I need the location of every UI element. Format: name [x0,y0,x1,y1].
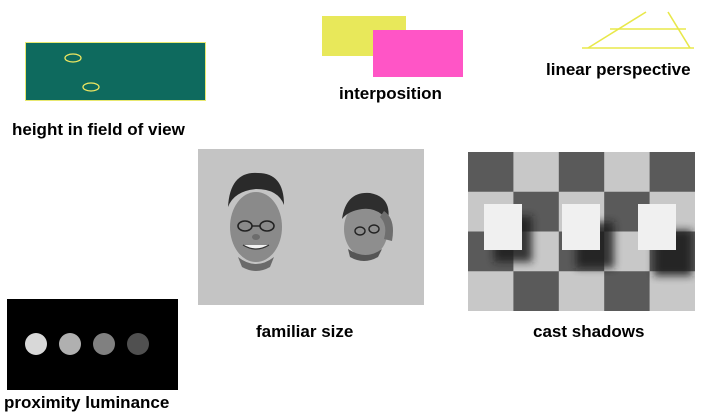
floating-square [562,204,600,250]
luminance-circle [127,333,149,355]
checker-tile [649,152,695,193]
right-receding-line [667,11,691,49]
checker-tile [604,271,651,311]
floating-square [484,204,522,250]
floating-square [638,204,676,250]
linear-perspective-illustration [582,11,694,49]
luminance-circle [25,333,47,355]
checker-tile [649,271,695,311]
luminance-circle [59,333,81,355]
proximity-luminance-label: proximity luminance [4,393,170,412]
cast-shadows-label: cast shadows [533,322,645,341]
far-ellipse [64,53,82,63]
familiar-size-illustration [198,149,424,305]
large-face-photo [228,172,284,271]
near-ellipse [82,82,100,92]
height-field-illustration [25,42,206,101]
field-rect [25,42,206,101]
checker-tile [513,271,560,311]
left-receding-line [587,11,647,49]
proximity-luminance-illustration [7,299,178,390]
checker-tile [468,152,514,193]
interposition-illustration [322,16,463,77]
luminance-circle [93,333,115,355]
checker-tile [513,152,560,193]
checker-tile [468,271,514,311]
interposition-label: interposition [339,84,442,103]
checker-tile [604,152,651,193]
front-rectangle [373,30,463,77]
small-face-photo [342,192,393,261]
cast-shadows-illustration [468,152,695,311]
familiar-size-label: familiar size [256,322,354,341]
checker-tile [558,152,605,193]
linear-perspective-label: linear perspective [546,60,691,79]
height-label: height in field of view [12,120,185,139]
checker-tile [558,271,605,311]
